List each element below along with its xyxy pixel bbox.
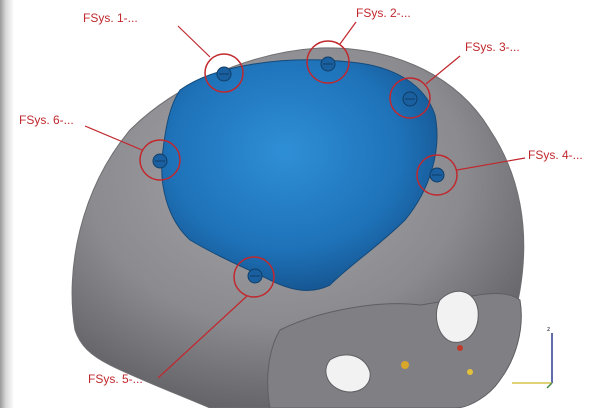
callout-label-fsys-1: FSys. 1-... xyxy=(83,11,138,25)
screw-fsys-5[interactable] xyxy=(248,269,262,283)
callout-label-fsys-4: FSys. 4-... xyxy=(528,148,583,162)
debris-spot xyxy=(467,369,473,375)
leader-line-fsys-2 xyxy=(340,22,356,44)
screw-fsys-2[interactable] xyxy=(321,57,335,71)
screw-fsys-1[interactable] xyxy=(217,67,231,81)
skull-orbit xyxy=(436,291,478,342)
leader-line-fsys-3 xyxy=(426,56,460,84)
callout-label-fsys-6: FSys. 6-... xyxy=(19,113,74,127)
triad-z-label: z xyxy=(547,326,550,333)
callout-label-fsys-2: FSys. 2-... xyxy=(356,6,411,20)
leader-line-fsys-1 xyxy=(178,26,210,57)
callout-label-fsys-3: FSys. 3-... xyxy=(465,40,520,54)
debris-spot xyxy=(401,361,409,369)
debris-spot xyxy=(457,345,463,351)
screw-fsys-3[interactable] xyxy=(403,92,417,106)
screw-fsys-4[interactable] xyxy=(430,168,444,182)
callout-label-fsys-5: FSys. 5-... xyxy=(88,372,143,386)
screw-fsys-6[interactable] xyxy=(153,154,167,168)
